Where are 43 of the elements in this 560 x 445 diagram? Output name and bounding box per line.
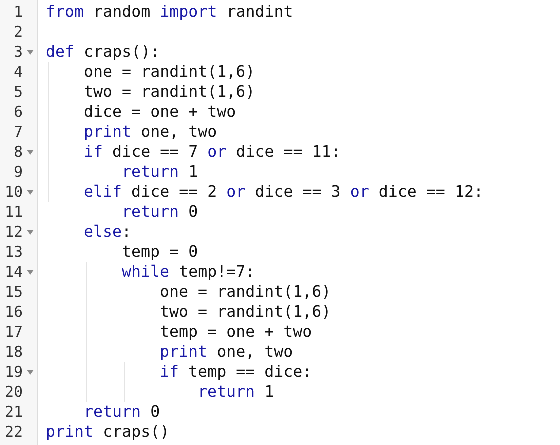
code-line: print craps() [46,422,170,442]
line-number: 17 [4,322,23,342]
line-number: 14 [4,262,23,282]
code-line: one = randint(1,6) [84,62,256,82]
code-line: if temp == dice: [160,362,312,382]
line-number: 15 [4,282,23,302]
code-line: print one, two [84,122,218,142]
line-number: 8 [14,142,23,162]
line-number: 13 [4,242,23,262]
line-number: 20 [4,382,23,402]
code-line: return 1 [198,382,274,402]
code-line: return 1 [122,162,198,182]
line-number: 7 [14,122,23,142]
line-number: 6 [14,102,23,122]
code-line: one = randint(1,6) [160,282,332,302]
code-line: temp = 0 [122,242,198,262]
line-number: 18 [4,342,23,362]
code-line: from random import randint [46,2,294,22]
line-number: 11 [4,202,23,222]
code-line: two = randint(1,6) [84,82,256,102]
code-line: else: [84,222,132,242]
code-line: if dice == 7 or dice == 11: [84,142,341,162]
code-line: two = randint(1,6) [160,302,332,322]
line-number: 22 [4,422,23,442]
line-number: 3 [14,42,23,62]
code-line: def craps(): [46,42,160,62]
line-number: 4 [14,62,23,82]
line-number: 12 [4,222,23,242]
line-number: 1 [14,2,23,22]
code-line: print one, two [160,342,294,362]
code-line: dice = one + two [84,102,236,122]
line-number: 16 [4,302,23,322]
code-line: while temp!=7: [122,262,256,282]
line-number: 21 [4,402,23,422]
line-number: 5 [14,82,23,102]
line-number: 19 [4,362,23,382]
code-line: elif dice == 2 or dice == 3 or dice == 12: [84,182,484,202]
line-number: 2 [14,22,23,42]
code-line: return 0 [84,402,160,422]
line-number: 9 [14,162,23,182]
code-line: return 0 [122,202,198,222]
code-line: temp = one + two [160,322,312,342]
line-number: 10 [4,182,23,202]
